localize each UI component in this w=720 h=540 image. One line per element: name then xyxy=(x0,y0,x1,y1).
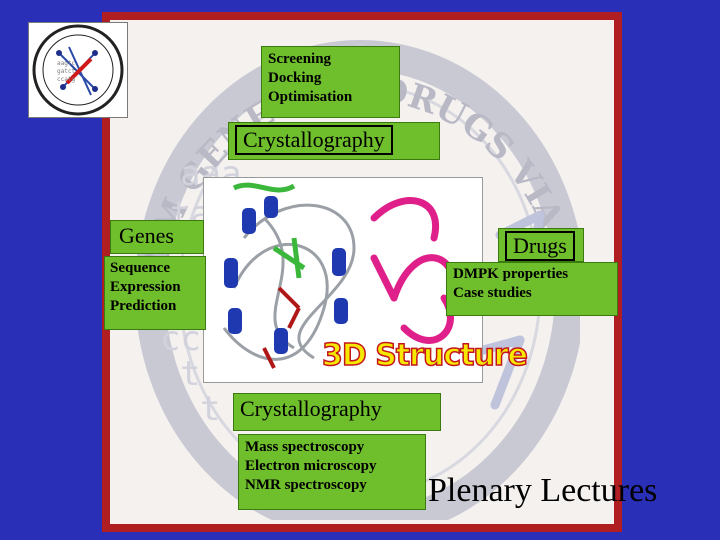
bottom-line-3: NMR spectroscopy xyxy=(245,477,367,493)
bottom-line-1: Mass spectroscopy xyxy=(245,439,365,455)
crystallography-bottom-box: Crystallography xyxy=(233,393,441,431)
genes-line-3: Prediction xyxy=(110,298,177,314)
genes-line-2: Expression xyxy=(110,279,181,295)
plenary-lectures-title: Plenary Lectures xyxy=(428,472,658,509)
drugs-title: Drugs xyxy=(505,231,575,261)
svg-text:gatct: gatct xyxy=(57,68,75,75)
genes-detail-box: Sequence Expression Prediction xyxy=(104,256,206,330)
top-line-2: Docking xyxy=(268,70,322,86)
protein-structure-image xyxy=(203,177,483,383)
genes-title-box: Genes xyxy=(110,220,204,254)
svg-text:t: t xyxy=(200,389,220,429)
drugs-line-1: DMPK properties xyxy=(453,266,569,282)
bottom-line-2: Electron microscopy xyxy=(245,458,377,474)
methods-top-box: Screening Docking Optimisation xyxy=(261,46,400,118)
top-line-1: Screening xyxy=(268,51,332,67)
crystallography-bottom-label: Crystallography xyxy=(240,396,382,421)
methods-bottom-box: Mass spectroscopy Electron microscopy NM… xyxy=(238,434,426,510)
svg-text:ccatg: ccatg xyxy=(57,76,75,83)
drugs-line-2: Case studies xyxy=(453,285,532,301)
drugs-title-box: Drugs xyxy=(498,228,584,262)
top-line-3: Optimisation xyxy=(268,89,353,105)
genes-line-1: Sequence xyxy=(110,260,170,276)
crystallography-top-box: Crystallography xyxy=(228,122,440,160)
svg-text:t: t xyxy=(180,354,200,394)
genes-title: Genes xyxy=(119,223,174,248)
structure-title: 3D Structure xyxy=(321,337,528,374)
drugs-detail-box: DMPK properties Case studies xyxy=(446,262,618,316)
svg-text:aagtc: aagtc xyxy=(57,60,75,67)
crystallography-top-label: Crystallography xyxy=(235,125,393,155)
